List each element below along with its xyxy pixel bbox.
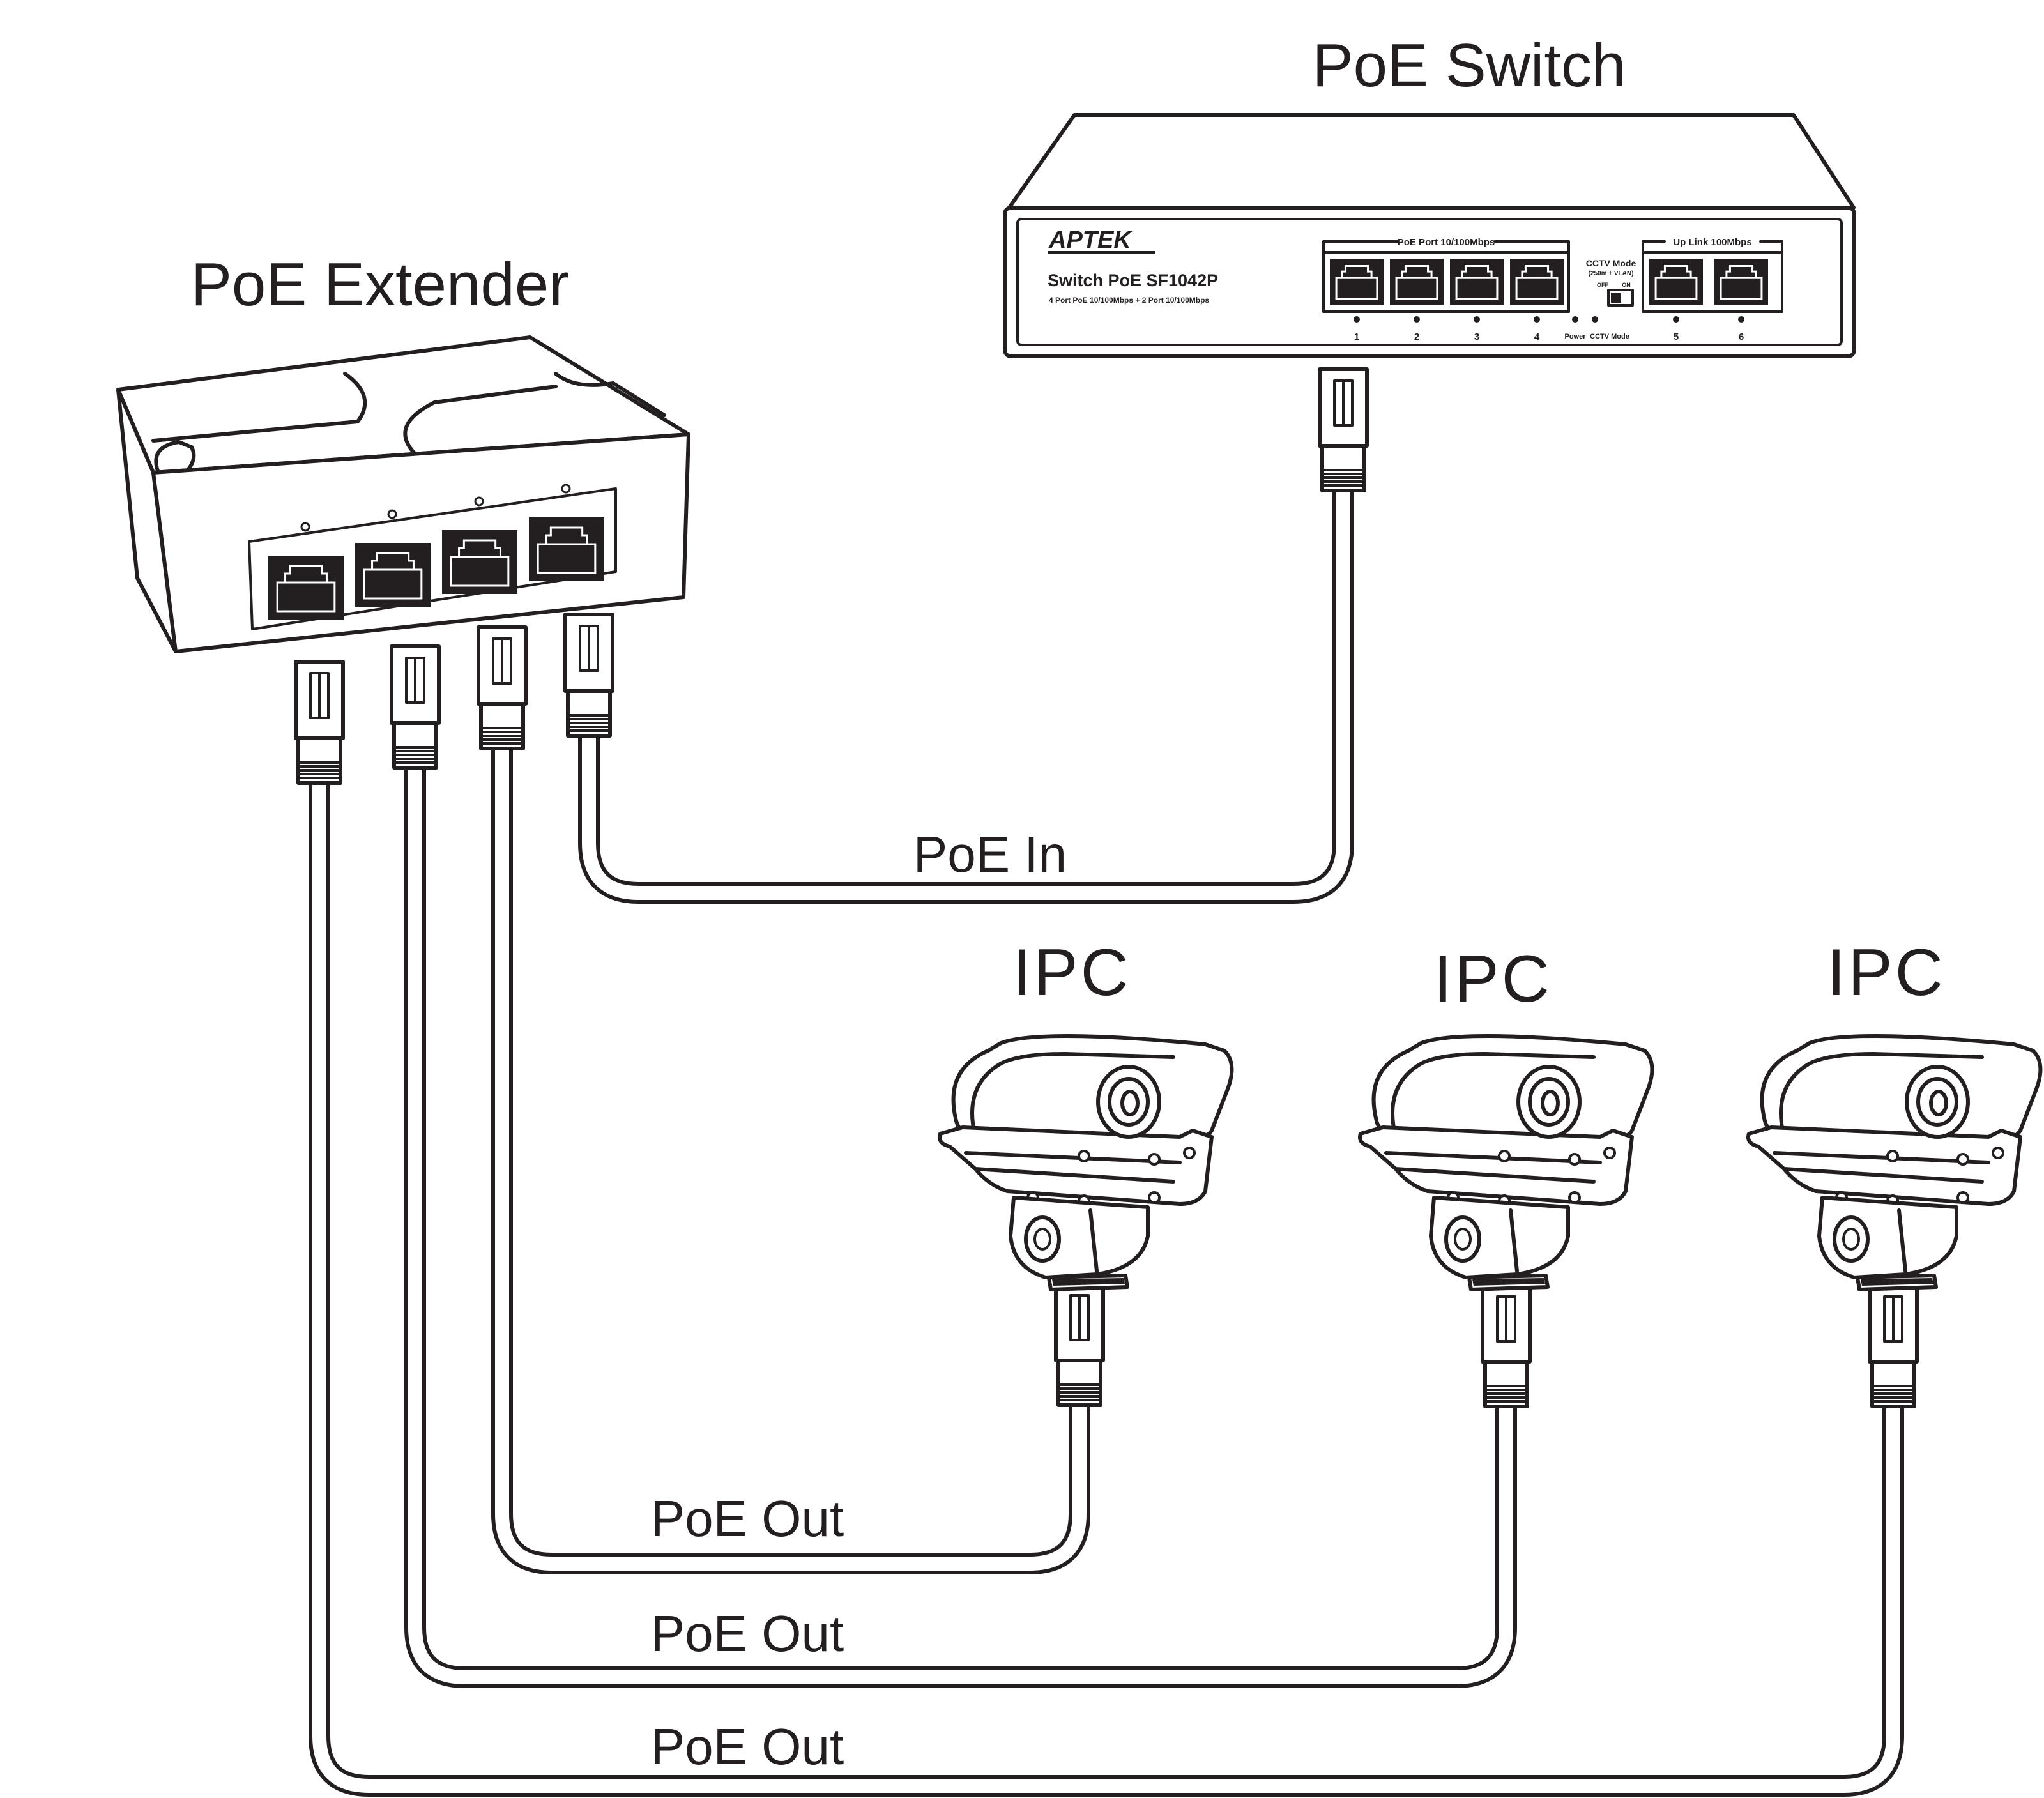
ipc-label-2: IPC [1433, 942, 1552, 1016]
cctv-mode-led-label: CCTV Mode [1590, 333, 1629, 340]
switch-port-5 [1649, 259, 1703, 305]
cable-poe-out-2 [404, 765, 1517, 1688]
switch-port-2 [1390, 259, 1444, 305]
switch-spec-label: 4 Port PoE 10/100Mbps + 2 Port 10/100Mbp… [1049, 296, 1209, 305]
cable-poe-in [578, 491, 1354, 904]
poe-switch: APTEK Switch PoE SF1042P 4 Port PoE 10/1… [1003, 113, 1856, 358]
port-number-2: 2 [1414, 331, 1419, 342]
power-led-label: Power [1564, 333, 1586, 340]
port-number-1: 1 [1354, 331, 1359, 342]
plug-camera-3 [1868, 1283, 1919, 1408]
cable-poe-out-1 [491, 746, 1090, 1574]
ip-camera-1 [938, 1034, 1234, 1291]
port-led-6 [1738, 316, 1744, 323]
switch-port-1 [1330, 259, 1384, 305]
plug-out-3-extender [294, 660, 345, 785]
poe-in-label: PoE In [913, 826, 1067, 883]
port-number-6: 6 [1739, 331, 1744, 342]
extender-port-1 [268, 556, 344, 620]
extender-port-3 [442, 530, 517, 594]
ip-camera-2 [1358, 1034, 1654, 1291]
switch-port-4 [1510, 259, 1564, 305]
cctv-mode-sub-label: (250m + VLAN) [1589, 270, 1634, 277]
extender-ports [268, 484, 604, 620]
extender-led-4 [561, 484, 571, 494]
port-led-1 [1354, 316, 1360, 323]
poe-switch-title: PoE Switch [1313, 31, 1626, 100]
svg-text:APTEK: APTEK [1048, 227, 1133, 254]
cctv-mode-label: CCTV Mode [1586, 258, 1636, 268]
poe-out-label-1: PoE Out [651, 1490, 844, 1547]
switch-port-6 [1714, 259, 1768, 305]
poe-extender-title: PoE Extender [191, 250, 569, 319]
switch-model-label: Switch PoE SF1042P [1048, 271, 1218, 290]
cctv-on-label: ON [1622, 282, 1631, 288]
switch-ports: 1 2 3 4 5 6 [1330, 259, 1768, 342]
plug-out-2-extender [390, 644, 441, 770]
plug-camera-1 [1054, 1282, 1105, 1407]
plug-out-1-extender [477, 625, 528, 750]
extender-led-3 [474, 496, 484, 507]
port-number-4: 4 [1534, 331, 1540, 342]
uplink-group-label: Up Link 100Mbps [1673, 237, 1751, 248]
extender-port-4 [529, 517, 604, 581]
poe-extender [116, 335, 690, 653]
poe-port-group-label: PoE Port 10/100Mbps [1398, 237, 1495, 248]
port-number-3: 3 [1474, 331, 1479, 342]
plug-camera-2 [1481, 1283, 1532, 1408]
cables [309, 491, 1904, 1797]
port-led-3 [1474, 316, 1480, 323]
switch-brand-logo: APTEK [1048, 227, 1155, 254]
poe-out-label-3: PoE Out [651, 1718, 844, 1775]
port-led-4 [1534, 316, 1540, 323]
ip-camera-3 [1746, 1034, 2043, 1291]
plug-poe-in-extender [563, 613, 614, 738]
cctv-off-label: OFF [1597, 282, 1608, 288]
connectors [294, 367, 1919, 1408]
ipc-label-1: IPC [1012, 936, 1131, 1010]
port-led-2 [1414, 316, 1420, 323]
port-led-5 [1673, 316, 1679, 323]
cctv-mode-led [1592, 316, 1598, 323]
extender-led-2 [387, 509, 397, 519]
poe-out-label-2: PoE Out [651, 1605, 844, 1662]
extender-led-1 [300, 522, 310, 532]
cable-poe-out-3 [309, 781, 1904, 1797]
ipc-label-3: IPC [1827, 936, 1945, 1010]
port-number-5: 5 [1674, 331, 1679, 342]
power-led [1572, 316, 1578, 323]
switch-port-3 [1450, 259, 1504, 305]
plug-poe-in-switch [1318, 367, 1369, 492]
extender-port-2 [355, 543, 431, 607]
cameras [938, 1034, 2043, 1291]
